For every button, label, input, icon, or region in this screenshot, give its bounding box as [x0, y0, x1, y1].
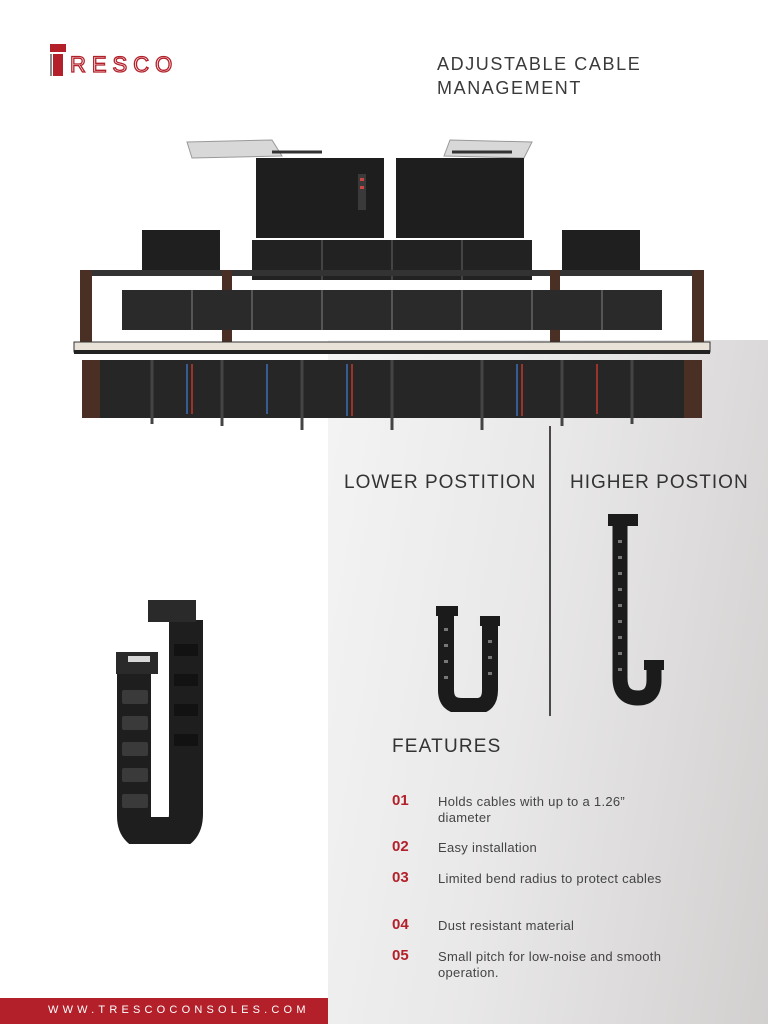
cable-chain-closeup	[116, 600, 203, 844]
features-title: FEATURES	[392, 736, 502, 757]
feature-text: Holds cables with up to a 1.26” diameter	[438, 794, 626, 825]
footer-bar: WWW.TRESCOCONSOLES.COM	[0, 998, 328, 1024]
feature-text: Easy installation	[438, 840, 538, 855]
cable-chain-lower	[436, 606, 500, 712]
gray-background-panel	[328, 340, 768, 1024]
lower-position-heading: LOWER POSTITION	[344, 472, 537, 493]
console-photo	[73, 139, 711, 430]
feature-number: 04	[392, 916, 409, 933]
feature-number: 02	[392, 838, 409, 855]
svg-text:RESCO: RESCO	[70, 52, 178, 77]
higher-position-heading: HIGHER POSTION	[570, 472, 749, 493]
tresco-logo: RESCO	[50, 44, 178, 78]
cable-chain-higher	[608, 514, 664, 706]
feature-text: Small pitch for low-noise and smooth ope…	[438, 949, 662, 980]
column-divider	[549, 426, 551, 716]
feature-text: Limited bend radius to protect cables	[438, 871, 662, 886]
feature-number: 03	[392, 869, 409, 886]
feature-number: 01	[392, 792, 409, 809]
website-link[interactable]: WWW.TRESCOCONSOLES.COM	[48, 1004, 310, 1016]
feature-text: Dust resistant material	[438, 918, 575, 933]
page-title: ADJUSTABLE CABLE MANAGEMENT	[437, 54, 642, 98]
feature-number: 05	[392, 947, 409, 964]
